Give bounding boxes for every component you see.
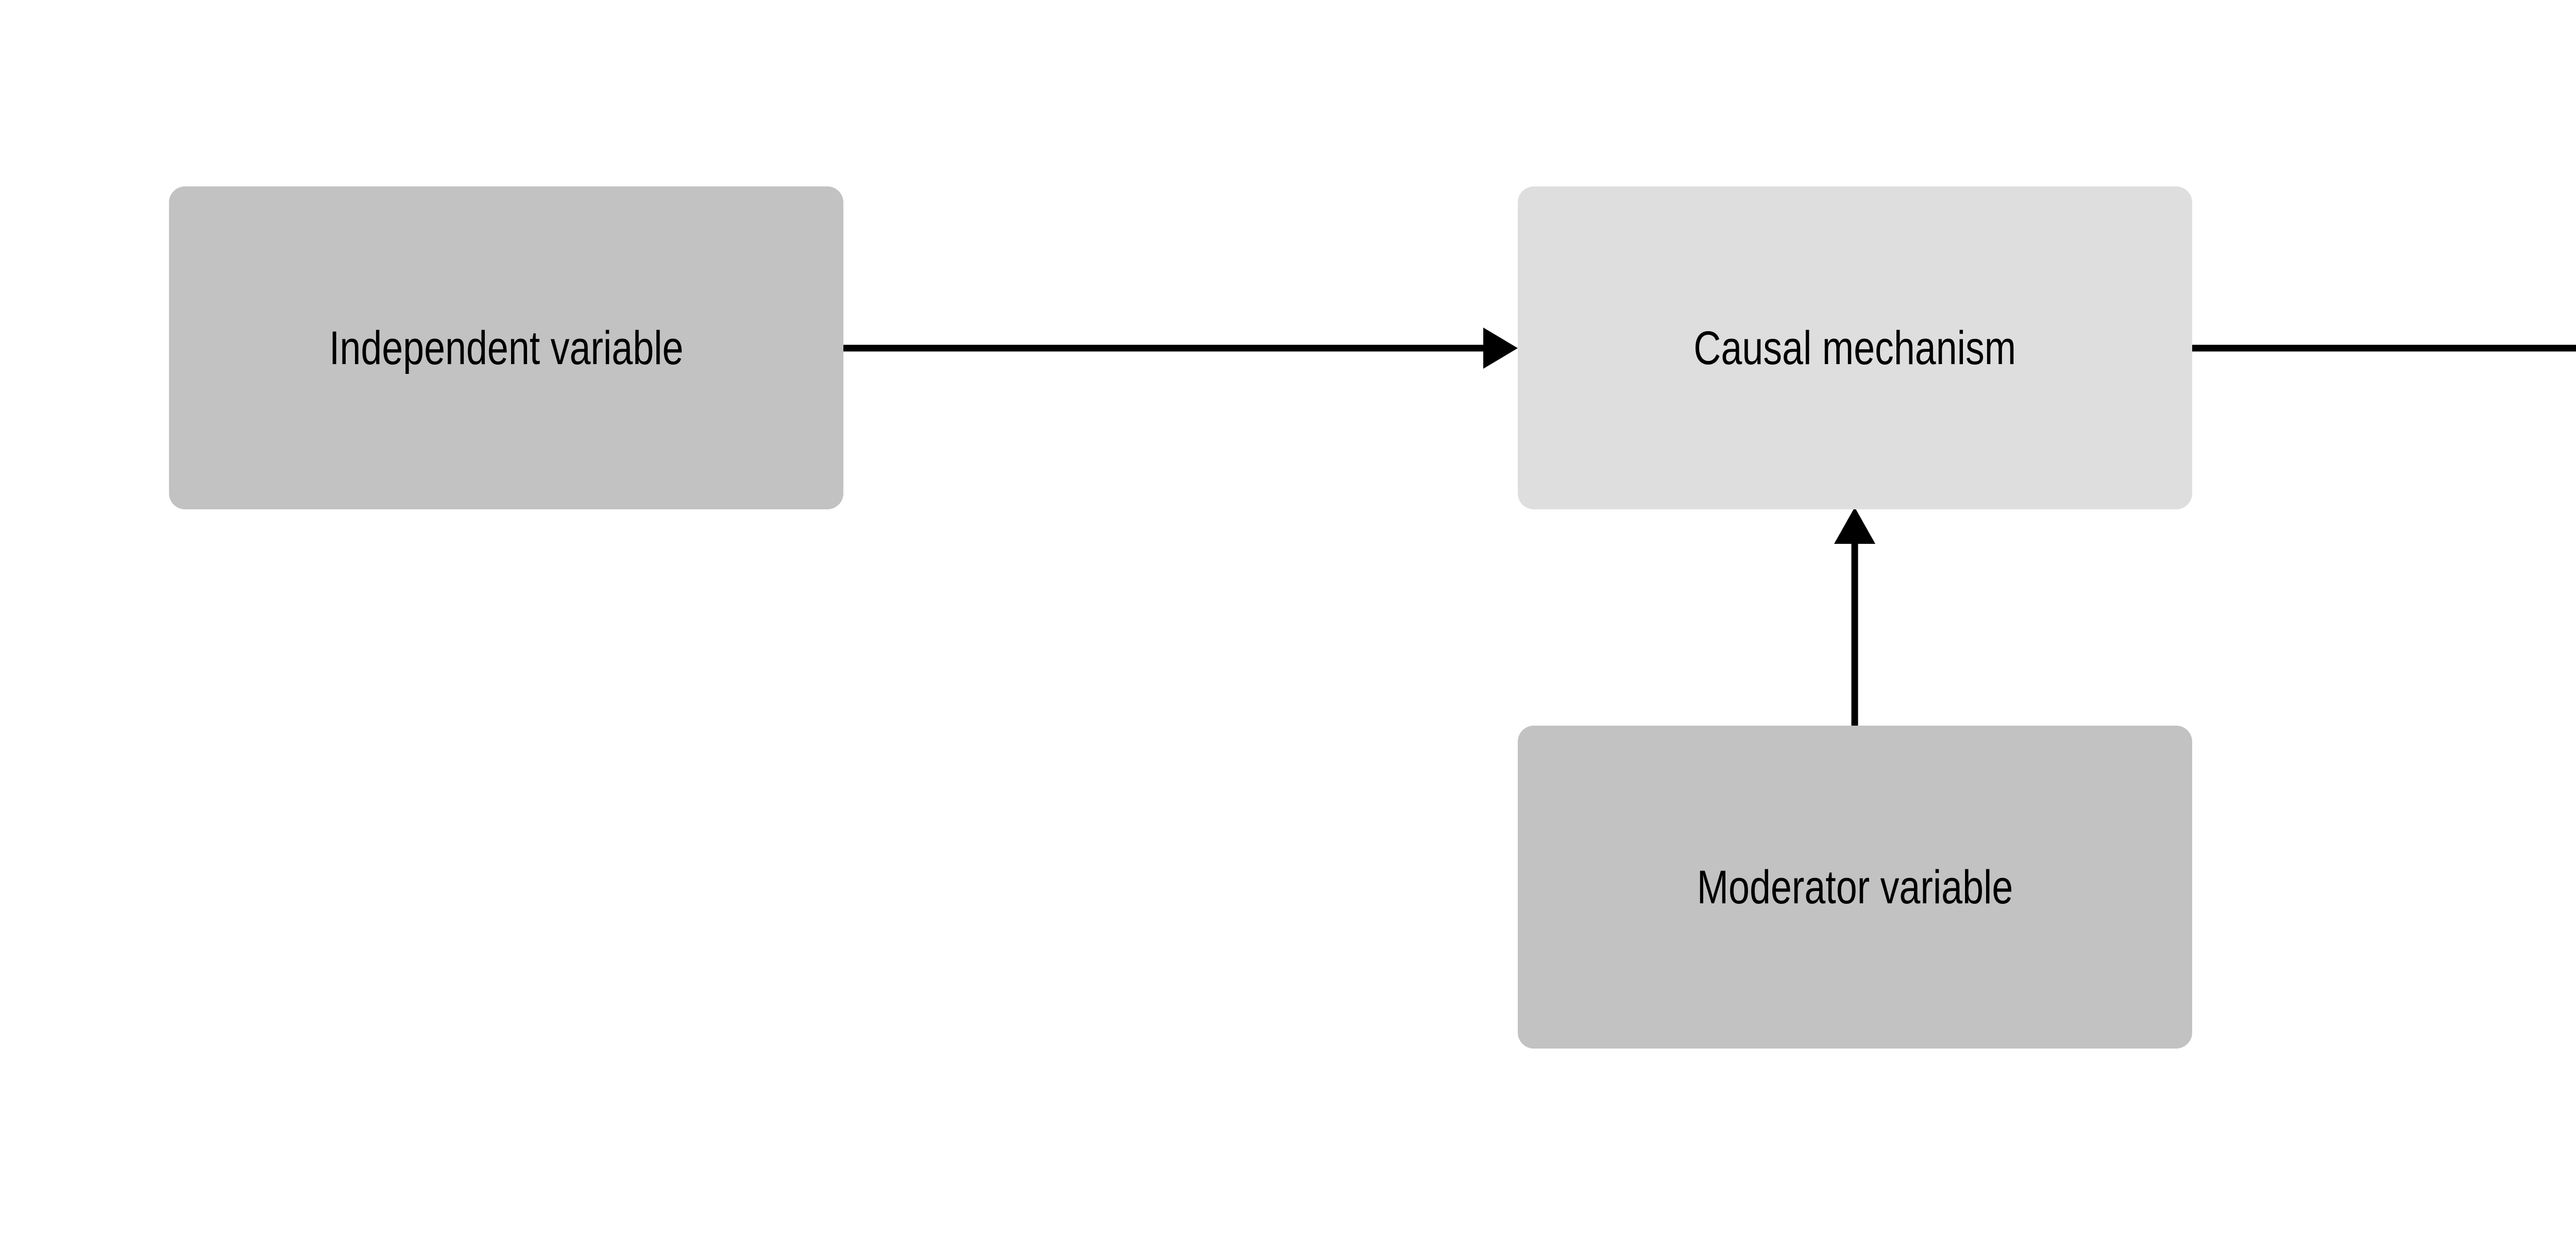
arrowhead-moderator-to-causal <box>1834 507 1875 544</box>
node-independent-variable[interactable]: Independent variable <box>169 186 843 509</box>
edge-moderator-to-causal <box>1834 507 1875 726</box>
node-label-moderator-variable: Moderator variable <box>1697 861 2013 914</box>
edge-independent-to-causal <box>843 328 1518 369</box>
arrowhead-independent-to-causal <box>1483 328 1518 369</box>
node-label-causal-mechanism: Causal mechanism <box>1693 321 2016 374</box>
edge-causal-to-dependent <box>2192 345 2576 352</box>
node-label-independent-variable: Independent variable <box>329 321 684 374</box>
node-causal-mechanism[interactable]: Causal mechanism <box>1518 186 2192 509</box>
node-moderator-variable[interactable]: Moderator variable <box>1518 726 2192 1049</box>
